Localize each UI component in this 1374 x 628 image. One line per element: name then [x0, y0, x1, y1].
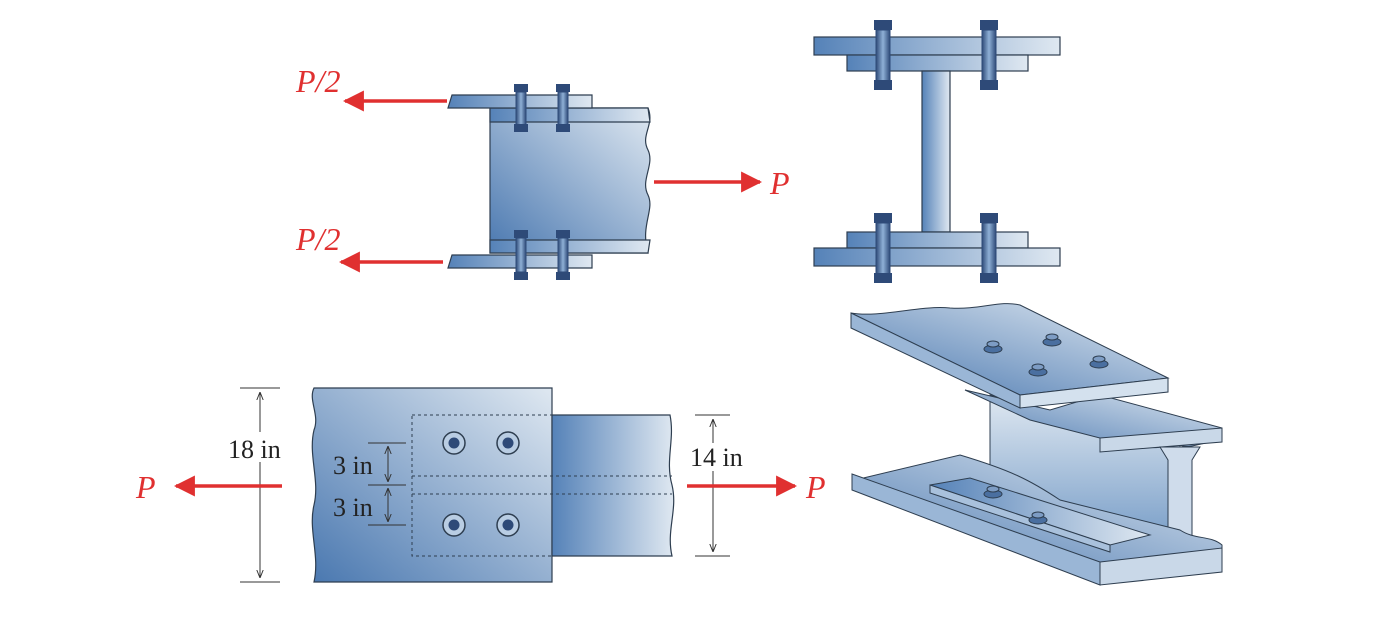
bolt: [980, 20, 998, 90]
iso-top-splice-plate-side: [1019, 377, 1169, 409]
dim-label-18: 18 in: [228, 435, 281, 464]
web: [921, 70, 951, 233]
beam-flange-plan: [551, 414, 675, 557]
bolt: [980, 213, 998, 283]
iso-bolt: [1089, 355, 1109, 369]
beam-body: [489, 107, 651, 254]
beam-top-flange: [489, 107, 651, 123]
bottom-flange: [846, 231, 1029, 249]
force-label-p-half-top: P/2: [295, 63, 340, 99]
bolt-head: [442, 513, 466, 537]
dim-label-3-lower: 3 in: [333, 493, 373, 522]
dimension-18-in: 18 in: [222, 387, 292, 583]
force-label-p-half-bottom: P/2: [295, 221, 340, 257]
iso-bolt: [983, 340, 1003, 354]
force-label-p-right: P: [805, 469, 826, 505]
bolt: [514, 230, 528, 280]
cross-section-view: [813, 20, 1061, 283]
beam-bottom-flange: [489, 239, 651, 254]
splice-plate-plan: [311, 387, 553, 583]
iso-top-splice-plate: [850, 303, 1170, 396]
bolt: [556, 230, 570, 280]
isometric-view: [850, 303, 1223, 586]
dimension-3-in: 3 in 3 in: [333, 442, 406, 526]
iso-bottom-splice-plate-edge: [929, 484, 1111, 553]
bolt: [556, 84, 570, 132]
dim-label-14: 14 in: [690, 443, 743, 472]
iso-bolt: [983, 485, 1003, 499]
iso-top-flange-edge: [1099, 427, 1223, 453]
top-flange: [846, 54, 1029, 72]
force-label-p-left: P: [135, 469, 156, 505]
iso-bottom-flange-front: [851, 473, 1101, 586]
iso-bolt: [1042, 333, 1062, 347]
iso-bolt: [1028, 363, 1048, 377]
hidden-flange-outline: [411, 414, 553, 557]
bolt-head: [496, 513, 520, 537]
dimension-14-in: 14 in: [688, 414, 758, 557]
dim-label-3-upper: 3 in: [333, 451, 373, 480]
force-label-p-right-top: P: [769, 165, 790, 201]
bottom-cover-plate: [813, 247, 1061, 267]
bolt: [874, 20, 892, 90]
side-view: P/2 P/2 P: [295, 63, 790, 280]
iso-bolt: [1028, 511, 1048, 525]
plan-view: 18 in 3 in 3 in 14 in P P: [135, 387, 826, 583]
bolt: [874, 213, 892, 283]
top-cover-plate: [813, 36, 1061, 56]
bolt-head: [496, 431, 520, 455]
bolt-head: [442, 431, 466, 455]
bolt: [514, 84, 528, 132]
